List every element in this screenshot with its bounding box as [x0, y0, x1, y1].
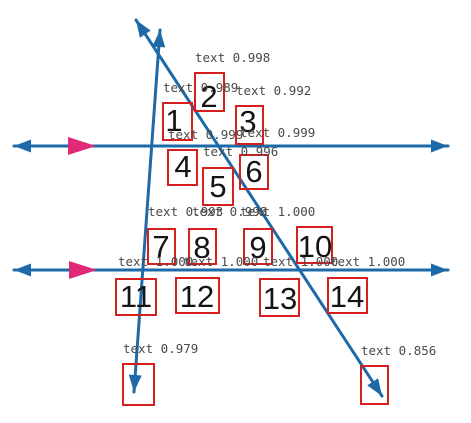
angle-numbers: 1 2 3 4 5 6 7 8 9 10 11 12 13 14 [120, 79, 364, 316]
diagram-lines [12, 18, 450, 398]
detection-label-4: text 0.999 [240, 125, 315, 140]
detection-boxes [115, 72, 389, 406]
angle-number-5: 5 [209, 169, 226, 204]
detection-box-9 [296, 226, 333, 264]
angle-number-8: 8 [193, 230, 210, 265]
detection-box-3 [167, 149, 198, 186]
detection-label-1: text 0.989 [163, 80, 238, 95]
transversal-right-arrowhead-end [367, 378, 382, 396]
transversal-left-arrowhead-end [128, 374, 142, 392]
detection-box-8 [243, 228, 273, 265]
angle-number-14: 14 [330, 279, 364, 314]
detection-box-10 [115, 278, 157, 316]
parallel-marker-bottom [69, 261, 97, 279]
detection-box-0 [194, 72, 225, 112]
parallel-line-bottom-arrowhead-end [431, 263, 448, 277]
detection-label-6: text 0.993 [148, 204, 223, 219]
detection-label-7: text 0.998 [192, 204, 267, 219]
transversal-right [134, 18, 384, 398]
detection-label-13: text 0.979 [123, 341, 198, 356]
detection-label-2: text 0.992 [236, 83, 311, 98]
detection-label-14: text 0.856 [361, 343, 436, 358]
parallel-line-top-arrowhead-start [14, 139, 31, 153]
angle-number-10: 10 [298, 229, 332, 264]
detection-box-5 [239, 154, 269, 190]
detection-box-15 [360, 365, 389, 405]
angle-number-6: 6 [245, 154, 262, 189]
detection-labels: text 0.998 text 0.989 text 0.992 text 0.… [118, 50, 436, 358]
angle-number-3: 3 [239, 104, 256, 139]
detection-label-10: text 1.000 [183, 254, 258, 269]
detection-label-5: text 0.996 [203, 144, 278, 159]
detection-box-2 [235, 105, 264, 145]
detection-box-13 [327, 277, 368, 314]
detection-label-11: text 1.000 [263, 254, 338, 269]
angle-number-13: 13 [263, 281, 297, 316]
detection-box-1 [162, 102, 193, 141]
detection-label-9: text 1.000 [118, 254, 193, 269]
transversal-left [132, 28, 162, 394]
parallel-marker-top [68, 137, 96, 155]
angle-number-7: 7 [152, 229, 169, 264]
angle-number-4: 4 [174, 149, 191, 184]
detection-label-3: text 0.999 [168, 127, 243, 142]
angle-number-11: 11 [120, 279, 152, 314]
detection-box-6 [147, 228, 176, 265]
transversal-left-arrowhead-start [152, 30, 166, 48]
detection-box-4 [202, 167, 234, 206]
detection-box-14 [122, 363, 155, 406]
detection-label-0: text 0.998 [195, 50, 270, 65]
angle-number-2: 2 [200, 79, 217, 114]
angle-number-12: 12 [180, 279, 214, 314]
detection-label-8: text 1.000 [240, 204, 315, 219]
angle-number-1: 1 [165, 103, 182, 138]
detection-box-11 [175, 277, 220, 314]
transversal-right-arrowhead-start [136, 20, 151, 38]
detection-box-12 [259, 278, 300, 317]
detection-label-12: text 1.000 [330, 254, 405, 269]
detection-box-7 [188, 228, 217, 265]
parallel-line-top-arrowhead-end [431, 139, 448, 153]
parallel-line-bottom-arrowhead-start [14, 263, 31, 277]
angle-number-9: 9 [249, 230, 266, 265]
